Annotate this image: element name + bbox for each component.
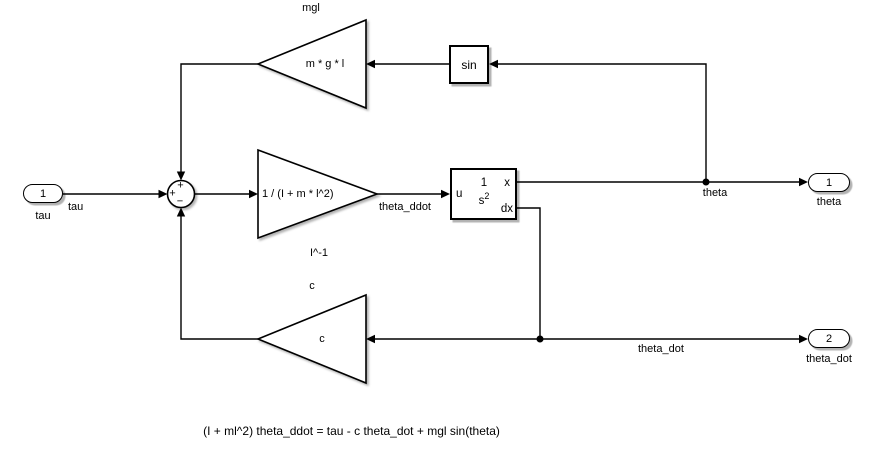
signal-label-theta-ddot[interactable]: theta_ddot: [379, 201, 431, 213]
outport-theta-block[interactable]: 1: [808, 173, 850, 192]
gain-mgl-block[interactable]: [255, 18, 367, 110]
outport-theta-dot-label[interactable]: theta_dot: [806, 353, 852, 365]
inport-tau-block[interactable]: 1: [23, 184, 63, 203]
inport-tau-label[interactable]: tau: [35, 210, 51, 222]
sum-block[interactable]: [166, 179, 196, 209]
sum-sign-bottom: −: [176, 195, 184, 207]
integrator-transfer-fraction: 1 s2: [475, 177, 493, 208]
signal-label-theta[interactable]: theta: [702, 187, 728, 199]
arrowhead-sin-icon: [489, 59, 498, 69]
integrator-output-dx-label: dx: [500, 203, 513, 215]
arrowhead-gain-mgl-icon: [366, 59, 375, 69]
signal-label-theta-dot[interactable]: theta_dot: [638, 343, 684, 355]
wire-mgl-to-sum[interactable]: [180, 63, 258, 172]
outport-theta-dot-number: 2: [825, 332, 833, 345]
gain-damping-label[interactable]: c: [309, 280, 315, 292]
sum-sign-top: +: [177, 179, 184, 191]
arrowhead-sum-bottom-icon: [176, 207, 186, 217]
branch-dot-theta: [702, 178, 710, 186]
integrator-output-x-label: x: [504, 177, 510, 189]
arrowhead-sum-left-icon: [158, 189, 168, 199]
outport-theta-dot-block[interactable]: 2: [808, 329, 850, 348]
sin-block[interactable]: sin: [449, 45, 489, 84]
arrowhead-outport-theta-dot-icon: [799, 334, 808, 344]
arrowhead-gain-inertia-icon: [249, 189, 258, 199]
sin-block-label: sin: [461, 57, 477, 72]
gain-mgl-expression: m * g * l: [305, 57, 345, 70]
branch-dot-theta-dot: [536, 335, 544, 343]
arrowhead-gain-damping-icon: [366, 334, 375, 344]
wire-theta-feedback-to-sin[interactable]: [498, 63, 707, 182]
annotation-equation[interactable]: (I + ml^2) theta_ddot = tau - c theta_do…: [203, 424, 500, 438]
gain-inertia-block[interactable]: [257, 148, 380, 240]
gain-inertia-label[interactable]: I^-1: [310, 247, 328, 259]
gain-inertia-expression: 1 / (I + m * l^2): [262, 188, 334, 200]
integrator-exponent: 2: [484, 191, 490, 201]
arrowhead-integrator-icon: [441, 189, 450, 199]
integrator-denominator: s2: [478, 191, 490, 207]
arrowhead-sum-top-icon: [176, 171, 186, 181]
signal-label-tau[interactable]: tau: [68, 201, 84, 213]
wire-dx[interactable]: [517, 207, 541, 339]
arrowhead-outport-theta-icon: [799, 177, 808, 187]
integrator-input-label: u: [456, 188, 463, 200]
inport-tau-number: 1: [39, 187, 47, 200]
outport-theta-label[interactable]: theta: [816, 196, 842, 208]
gain-mgl-label[interactable]: mgl: [302, 2, 320, 14]
integrator-block[interactable]: u 1 s2 x dx: [450, 168, 517, 220]
gain-damping-block[interactable]: [255, 293, 367, 385]
outport-theta-number: 1: [825, 176, 833, 189]
integrator-numerator: 1: [480, 177, 488, 189]
gain-damping-expression: c: [319, 333, 325, 345]
wire-damping-to-sum[interactable]: [180, 216, 258, 340]
sum-sign-left: +: [169, 187, 176, 199]
